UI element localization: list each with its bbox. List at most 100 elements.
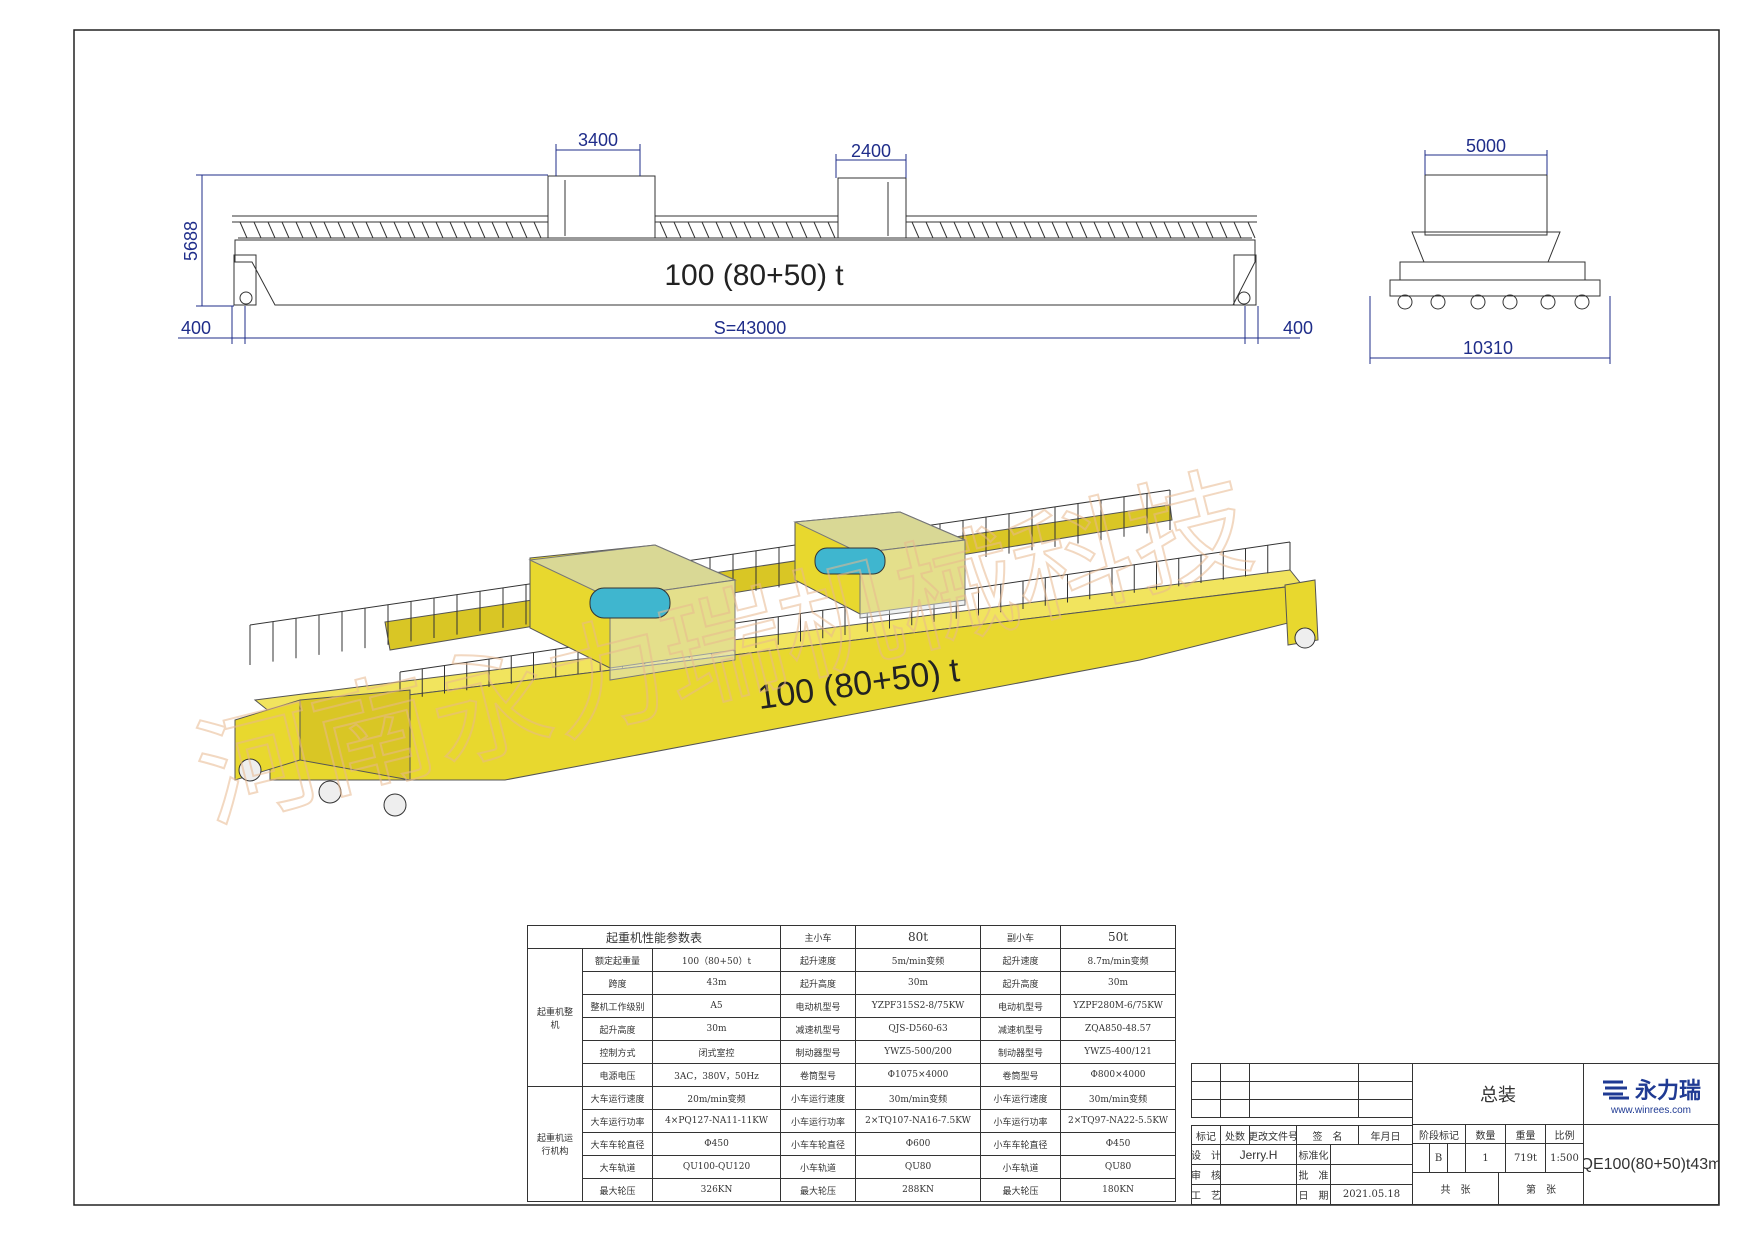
rev-cell <box>1220 1063 1250 1082</box>
table-cell: 整机工作级别 <box>582 994 653 1018</box>
table-cell: 180KN <box>1060 1178 1177 1202</box>
title-block: 标记 处数 更改文件号 签 名 年月日 设 计 Jerry.H 标准化 审 核 … <box>1191 1063 1719 1205</box>
hdr-scale: 比例 <box>1545 1124 1584 1144</box>
table-cell: 30m/min变频 <box>855 1086 982 1110</box>
sheet-number: 第 张 <box>1498 1172 1584 1205</box>
table-cell: 起升高度 <box>980 971 1062 995</box>
label-check: 审 核 <box>1191 1164 1221 1185</box>
table-cell: 电动机型号 <box>780 994 857 1018</box>
drawing-code: QE100(80+50)t43m <box>1583 1124 1719 1205</box>
rev-cell <box>1249 1081 1359 1100</box>
drawing-title: 总装 <box>1412 1063 1584 1125</box>
table-cell: 30m <box>1060 971 1177 995</box>
railing-brace <box>1219 221 1228 239</box>
railing-brace <box>757 221 766 239</box>
hdr-mark: 标记 <box>1191 1125 1221 1145</box>
dim-height: 5688 <box>181 221 201 261</box>
table-cell: 大车运行功率 <box>582 1109 653 1133</box>
railing-brace <box>491 221 500 239</box>
table-cell: QJS-D560-63 <box>855 1017 982 1041</box>
aux-trolley-header: 副小车 <box>980 925 1062 949</box>
table-cell: 电源电压 <box>582 1063 653 1087</box>
railing-brace <box>1177 221 1186 239</box>
hdr-date: 年月日 <box>1358 1125 1413 1145</box>
table-title: 起重机性能参数表 <box>526 925 782 949</box>
drawing-date: 2021.05.18 <box>1330 1184 1413 1205</box>
table-cell: 起升速度 <box>980 948 1062 972</box>
table-cell: 8.7m/min变频 <box>1060 948 1177 972</box>
railing-brace <box>939 221 948 239</box>
table-cell: 30m <box>855 971 982 995</box>
railing-brace <box>1009 221 1018 239</box>
table-cell: YWZ5-400/121 <box>1060 1040 1177 1064</box>
railing-brace <box>239 221 248 239</box>
railing-brace <box>421 221 430 239</box>
table-cell: 43m <box>651 971 782 995</box>
table-cell: QU100-QU120 <box>651 1155 782 1179</box>
rev-cell <box>1358 1099 1413 1118</box>
table-cell: YZPF315S2-8/75KW <box>855 994 982 1018</box>
logo-mark-icon <box>1602 1080 1629 1099</box>
railing-brace <box>365 221 374 239</box>
rev-cell <box>1191 1099 1221 1118</box>
table-cell: 小车运行功率 <box>780 1109 857 1133</box>
railing-brace <box>519 221 528 239</box>
table-cell: 326KN <box>651 1178 782 1202</box>
railing-brace <box>925 221 934 239</box>
railing-brace <box>393 221 402 239</box>
railing-brace <box>659 221 668 239</box>
dim-side-top: 5000 <box>1466 136 1506 156</box>
table-cell: 跨度 <box>582 971 653 995</box>
stage-cell <box>1447 1143 1466 1173</box>
dim-side-bottom: 10310 <box>1463 338 1513 358</box>
railing-brace <box>1065 221 1074 239</box>
railing-brace <box>1051 221 1060 239</box>
process-value <box>1220 1184 1297 1205</box>
qty-value: 1 <box>1465 1143 1506 1173</box>
railing-brace <box>435 221 444 239</box>
rev-cell <box>1220 1081 1250 1100</box>
table-cell: 起升速度 <box>780 948 857 972</box>
railing-brace <box>477 221 486 239</box>
hdr-sign: 签 名 <box>1296 1125 1359 1145</box>
railing-brace <box>253 221 262 239</box>
table-cell: 3AC，380V，50Hz <box>651 1063 782 1087</box>
main-capacity-header: 80t <box>855 925 982 949</box>
weight-value: 719t <box>1505 1143 1546 1173</box>
railing-brace <box>771 221 780 239</box>
table-cell: Φ450 <box>651 1132 782 1156</box>
table-cell: Φ800×4000 <box>1060 1063 1177 1087</box>
railing-brace <box>1135 221 1144 239</box>
dim-end-left: 400 <box>181 318 211 338</box>
railing-brace <box>309 221 318 239</box>
table-cell: A5 <box>651 994 782 1018</box>
table-cell: 最大轮压 <box>780 1178 857 1202</box>
table-cell: 2×TQ107-NA16-7.5KW <box>855 1109 982 1133</box>
table-cell: ZQA850-48.57 <box>1060 1017 1177 1041</box>
railing-brace <box>1107 221 1116 239</box>
railing-brace <box>351 221 360 239</box>
hdr-qty: 数量 <box>1465 1124 1506 1144</box>
rev-cell <box>1191 1081 1221 1100</box>
table-cell: 5m/min变频 <box>855 948 982 972</box>
table-cell: 大车运行速度 <box>582 1086 653 1110</box>
railing-brace <box>701 221 710 239</box>
railing-brace <box>911 221 920 239</box>
railing-brace <box>981 221 990 239</box>
table-cell: 小车轨道 <box>780 1155 857 1179</box>
railing-brace <box>379 221 388 239</box>
front-capacity-label: 100 (80+50) t <box>664 259 844 292</box>
side-elevation-view <box>1389 174 1601 310</box>
scale-value: 1:500 <box>1545 1143 1584 1173</box>
railing-brace <box>953 221 962 239</box>
railing-brace <box>729 221 738 239</box>
